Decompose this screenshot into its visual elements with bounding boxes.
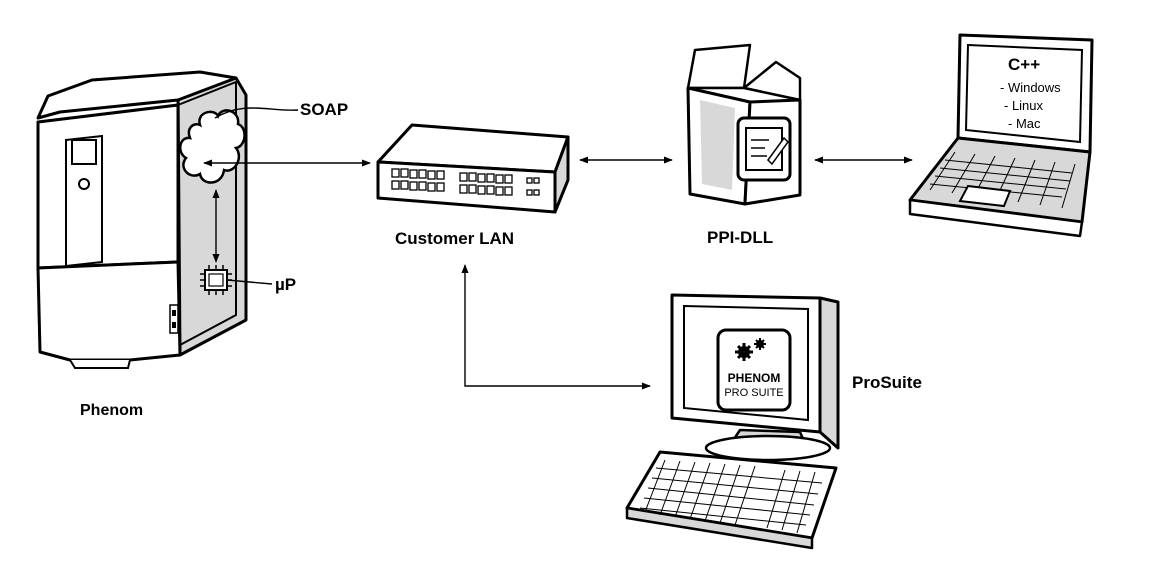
phenom-label: Phenom [80, 402, 143, 419]
gear-icon [735, 338, 766, 361]
lan-prosuite-arrow [461, 264, 651, 390]
monitor-brand: PHENOM [728, 371, 781, 385]
laptop-platform-windows: - Windows [1000, 80, 1061, 95]
monitor-product: PRO SUITE [724, 387, 783, 399]
laptop-icon [908, 33, 1094, 238]
ppi-dll-label: PPI-DLL [707, 228, 773, 247]
phenom-instrument-icon [36, 70, 248, 369]
laptop-platform-mac: - Mac [1008, 116, 1041, 131]
chip-icon [200, 265, 232, 295]
desktop-monitor-icon [670, 293, 840, 462]
soap-label: SOAP [300, 100, 348, 119]
keyboard-icon [625, 450, 838, 550]
prosuite-label: ProSuite [852, 373, 922, 392]
software-box-icon [686, 43, 802, 206]
laptop-platform-linux: - Linux [1004, 98, 1044, 113]
network-switch-icon [376, 123, 570, 214]
laptop-language: C++ [1008, 55, 1040, 74]
customer-lan-label: Customer LAN [395, 229, 514, 248]
microprocessor-label: µP [275, 275, 296, 294]
